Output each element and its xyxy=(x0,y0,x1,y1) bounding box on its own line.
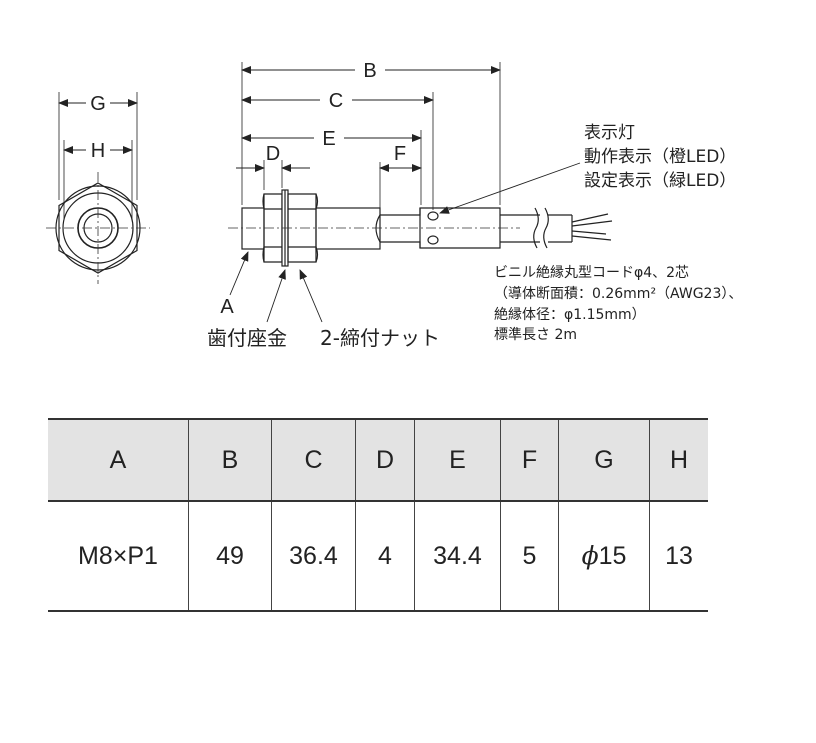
header-h: H xyxy=(649,418,708,502)
header-e: E xyxy=(414,418,501,502)
header-a: A xyxy=(48,418,189,502)
cell-g-value: 15 xyxy=(598,542,627,570)
header-f: F xyxy=(500,418,559,502)
cell-c: 36.4 xyxy=(271,501,356,612)
indicator-label-line-1: 表示灯 xyxy=(584,123,635,143)
cell-b: 49 xyxy=(188,501,272,612)
dim-label-b: B xyxy=(363,60,376,82)
cord-note-line-4: 標準長さ 2m xyxy=(494,327,577,343)
cell-g: ϕ15 xyxy=(558,501,650,612)
cell-h: 13 xyxy=(649,501,708,612)
table-row: M8×P1 49 36.4 4 34.4 5 ϕ15 13 xyxy=(48,501,708,612)
dim-label-g: G xyxy=(90,93,106,115)
dim-label-c: C xyxy=(329,90,343,112)
led-setting xyxy=(427,235,439,245)
dim-label-e: E xyxy=(322,128,335,150)
label-nut: 2-締付ナット xyxy=(320,326,440,350)
table-header-row: A B C D E F G H xyxy=(48,418,708,502)
cord-note-line-3: 絶縁体径：φ1.15mm） xyxy=(494,307,646,323)
dim-label-d: D xyxy=(266,143,280,165)
threaded-barrel xyxy=(241,207,265,250)
phi-symbol: ϕ xyxy=(581,541,599,570)
cell-e: 34.4 xyxy=(414,501,501,612)
cord-note: ビニル絶縁丸型コードφ4、2芯 （導体断面積：0.26mm²（AWG23）、 絶… xyxy=(494,265,742,343)
dim-label-a: A xyxy=(220,296,234,318)
sensor-dimension-drawing: G H xyxy=(46,60,742,350)
dimension-table: A B C D E F G H M8×P1 49 36.4 4 34.4 5 ϕ… xyxy=(48,418,708,612)
header-b: B xyxy=(188,418,272,502)
header-g: G xyxy=(558,418,650,502)
indicator-label-line-2: 動作表示（橙LED） xyxy=(584,147,736,167)
end-view xyxy=(46,92,150,284)
indicator-label-line-3: 設定表示（緑LED） xyxy=(584,171,736,191)
dim-label-f: F xyxy=(394,143,406,165)
header-d: D xyxy=(355,418,415,502)
led-operation xyxy=(427,211,439,221)
cord-note-line-1: ビニル絶縁丸型コードφ4、2芯 xyxy=(494,265,689,281)
cell-d: 4 xyxy=(355,501,415,612)
header-c: C xyxy=(271,418,356,502)
side-view xyxy=(228,62,613,323)
dim-label-h: H xyxy=(91,140,105,162)
cell-f: 5 xyxy=(500,501,559,612)
cell-a: M8×P1 xyxy=(48,501,189,612)
cord-note-line-2: （導体断面積：0.26mm²（AWG23）、 xyxy=(494,286,742,302)
label-toothed-washer: 歯付座金 xyxy=(207,326,287,350)
indicator-label: 表示灯 動作表示（橙LED） 設定表示（緑LED） xyxy=(584,123,736,191)
